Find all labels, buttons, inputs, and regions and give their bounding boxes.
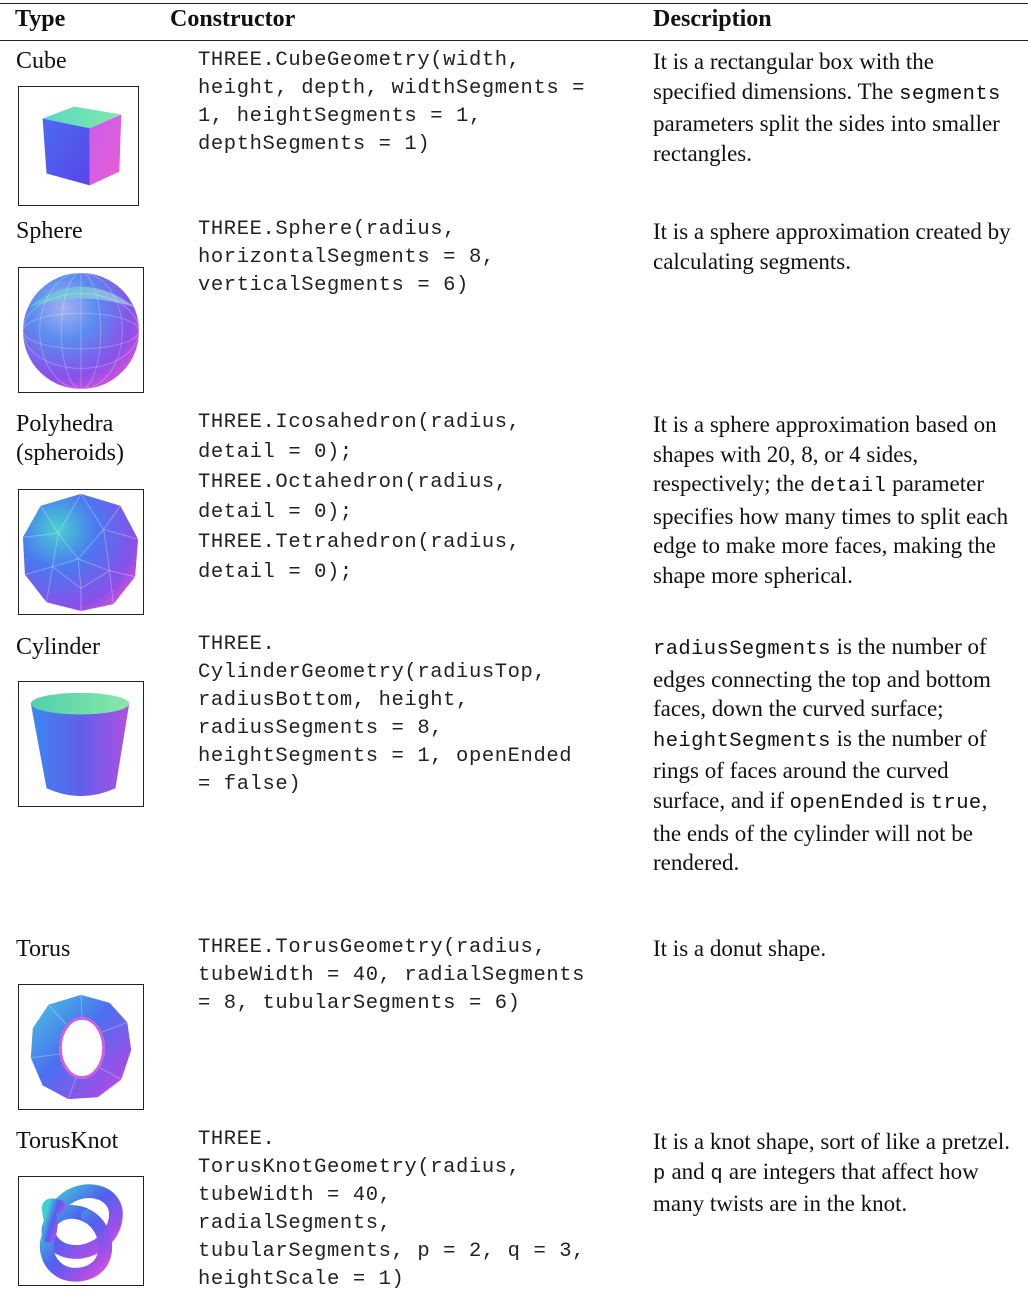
description-fragment: are integers that affect how many twists… [653,1158,979,1217]
constructor-code: THREE.Icosahedron(radius, detail = 0); T… [198,411,521,584]
inline-code: p [653,1162,666,1186]
description-fragment: is the number of edges connecting the to… [653,634,991,722]
type-label: Sphere [16,218,83,244]
description-fragment: is the number of rings of faces around t… [653,725,987,813]
cube-thumbnail [18,86,139,206]
description-text: It is a sphere approximation created by … [653,217,1018,276]
description-fragment: , the ends of the cylinder will not be r… [653,787,988,876]
inline-code: segments [899,82,1001,106]
inline-code: true [930,791,982,815]
sphere-thumbnail [18,267,144,393]
header-type: Type [15,6,66,32]
inline-code: heightSegments [653,729,831,753]
description-fragment: It is a sphere approximation based on sh… [653,412,997,497]
type-label: Torus [16,936,71,962]
inline-code: q [710,1162,724,1186]
header-description: Description [653,6,772,32]
constructor-code: THREE. TorusKnotGeometry(radius, tubeWid… [198,1128,586,1291]
description-fragment: parameters split the sides into smaller … [653,111,1000,166]
type-label: Polyhedra (spheroids) [16,411,124,466]
polyhedra-thumbnail [18,489,144,615]
description-fragment: is [903,787,931,813]
description-text: It is a sphere approximation based on sh… [653,410,1018,591]
description-fragment: It is a donut shape. [653,936,827,961]
description-fragment: parameter specifies how many times to sp… [653,471,1009,588]
description-fragment: It is a knot shape, sort of like a pretz… [653,1129,1011,1154]
type-label: Cylinder [16,634,100,660]
description-fragment: It is a sphere approximation created by … [653,219,1011,274]
type-label: TorusKnot [16,1128,119,1154]
inline-code: openEnded [789,791,904,815]
inline-code: radiusSegments [653,638,831,661]
constructor-code: THREE.CubeGeometry(width, height, depth,… [198,49,586,156]
description-fragment: It is a rectangular box with the specifi… [653,49,935,104]
table-header-rule [0,40,1028,41]
constructor-code: THREE.Sphere(radius, horizontalSegments … [198,218,495,297]
constructor-code: THREE. CylinderGeometry(radiusTop, radiu… [198,633,573,796]
header-constructor: Constructor [170,6,296,32]
constructor-code: THREE.TorusGeometry(radius, tubeWidth = … [198,936,586,1015]
cylinder-thumbnail [18,681,144,807]
inline-code: detail [810,475,887,499]
description-fragment: and [665,1158,711,1184]
description-text: It is a rectangular box with the specifi… [653,47,1018,168]
type-label: Cube [16,48,67,74]
description-text: It is a donut shape. [653,934,1018,964]
description-text: It is a knot shape, sort of like a pretz… [653,1127,1018,1219]
torus-thumbnail [18,984,144,1110]
torusknot-thumbnail [18,1176,144,1286]
description-text: radiusSegments is the number of edges co… [653,632,1018,878]
table-top-rule [0,3,1028,4]
